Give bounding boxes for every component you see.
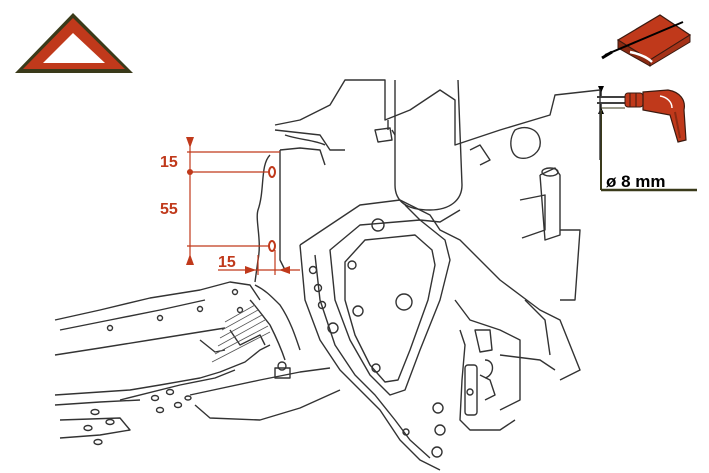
warning-triangle-icon [15, 13, 133, 73]
drill-diameter-label: ø 8 mm [606, 172, 666, 191]
side-offset-label: 15 [218, 254, 236, 271]
chassis-drawing [54, 79, 601, 471]
drill-icon [597, 86, 687, 143]
rail-shadow [211, 304, 271, 363]
dimension-arrows [186, 137, 290, 274]
diameter-callout [600, 107, 697, 192]
hole-spacing-label: 55 [160, 201, 178, 218]
dimension-lines [187, 137, 300, 275]
drill-hole-markers [268, 166, 276, 252]
chisel-cut-icon [601, 14, 692, 67]
top-offset-label: 15 [160, 154, 178, 171]
